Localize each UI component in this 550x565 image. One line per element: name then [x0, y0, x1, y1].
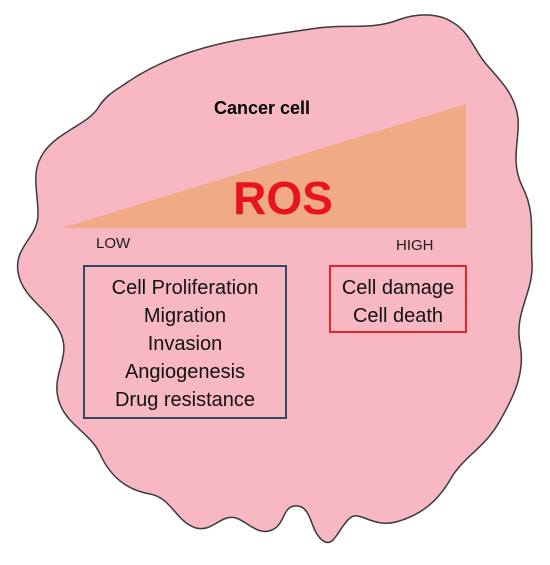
high-label: HIGH [396, 237, 434, 254]
ros-label: ROS [233, 172, 333, 224]
low-effect-item: Drug resistance [115, 389, 255, 411]
low-effects-box [83, 265, 287, 419]
high-effect-item: Cell damage [342, 277, 454, 299]
high-effect-item: Cell death [353, 305, 443, 327]
low-effect-item: Migration [144, 305, 226, 327]
cancer-cell-shape [16, 14, 533, 544]
cancer-cell-title: Cancer cell [214, 98, 310, 118]
high-effects-list: Cell damage Cell death [342, 277, 454, 327]
ros-gradient-wedge [62, 104, 466, 228]
low-effect-item: Angiogenesis [125, 361, 245, 383]
low-effect-item: Invasion [148, 333, 223, 355]
low-effects-list: Cell Proliferation Migration Invasion An… [112, 277, 259, 411]
low-effect-item: Cell Proliferation [112, 277, 259, 299]
low-label: LOW [96, 235, 131, 252]
high-effects-box [329, 265, 467, 333]
